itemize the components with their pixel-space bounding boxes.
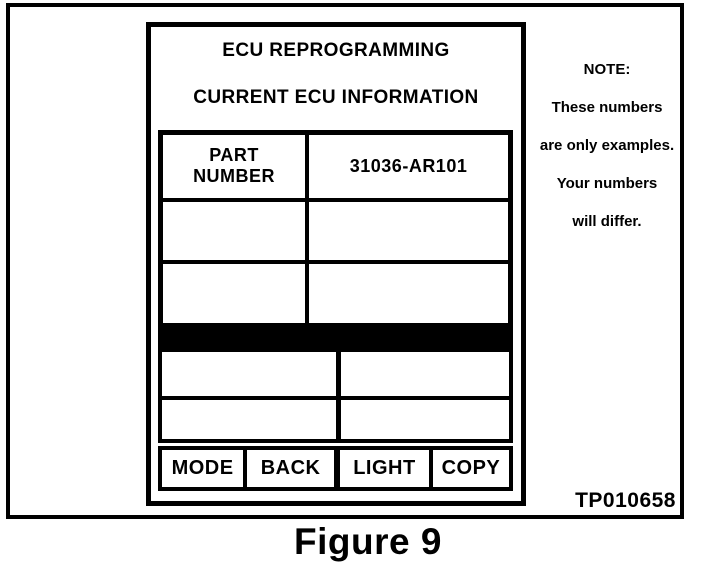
note-line: are only examples. [539, 137, 675, 154]
part-number-label-cell: PART NUMBER [193, 145, 276, 187]
back-button[interactable]: BACK [243, 450, 335, 487]
status-table-empty-cell [335, 395, 509, 439]
status-table-empty-cell [162, 352, 336, 396]
device-button-bar: MODE BACK LIGHT COPY [158, 446, 513, 491]
figure-caption: Figure 9 [294, 521, 442, 562]
note-line: will differ. [572, 213, 642, 230]
note-line: These numbers [551, 99, 663, 116]
screen-title: ECU REPROGRAMMING [222, 40, 450, 61]
separator-bar [158, 328, 513, 348]
status-table [158, 348, 513, 443]
note-block: NOTE: These numbers are only examples. Y… [528, 51, 686, 241]
part-number-value-cell: 31036-AR101 [305, 135, 508, 198]
info-table-empty-cell [305, 260, 508, 323]
info-table-empty-cell [163, 197, 306, 261]
status-table-empty-cell [162, 395, 336, 440]
info-table-empty-cell [305, 197, 508, 261]
screen-subtitle: CURRENT ECU INFORMATION [193, 87, 479, 108]
figure-border: ECU REPROGRAMMING CURRENT ECU INFORMATIO… [6, 3, 684, 519]
light-button[interactable]: LIGHT [334, 450, 429, 487]
note-heading: NOTE: [583, 61, 631, 78]
mode-button[interactable]: MODE [162, 450, 244, 487]
reference-code: TP010658 [575, 489, 676, 512]
copy-button[interactable]: COPY [428, 450, 509, 487]
ecu-info-table: PART NUMBER 31036-AR101 [158, 130, 513, 328]
status-table-empty-cell [335, 352, 510, 396]
note-line: Your numbers [556, 175, 658, 192]
device-screen: ECU REPROGRAMMING CURRENT ECU INFORMATIO… [146, 22, 526, 506]
info-table-empty-cell [163, 260, 306, 323]
